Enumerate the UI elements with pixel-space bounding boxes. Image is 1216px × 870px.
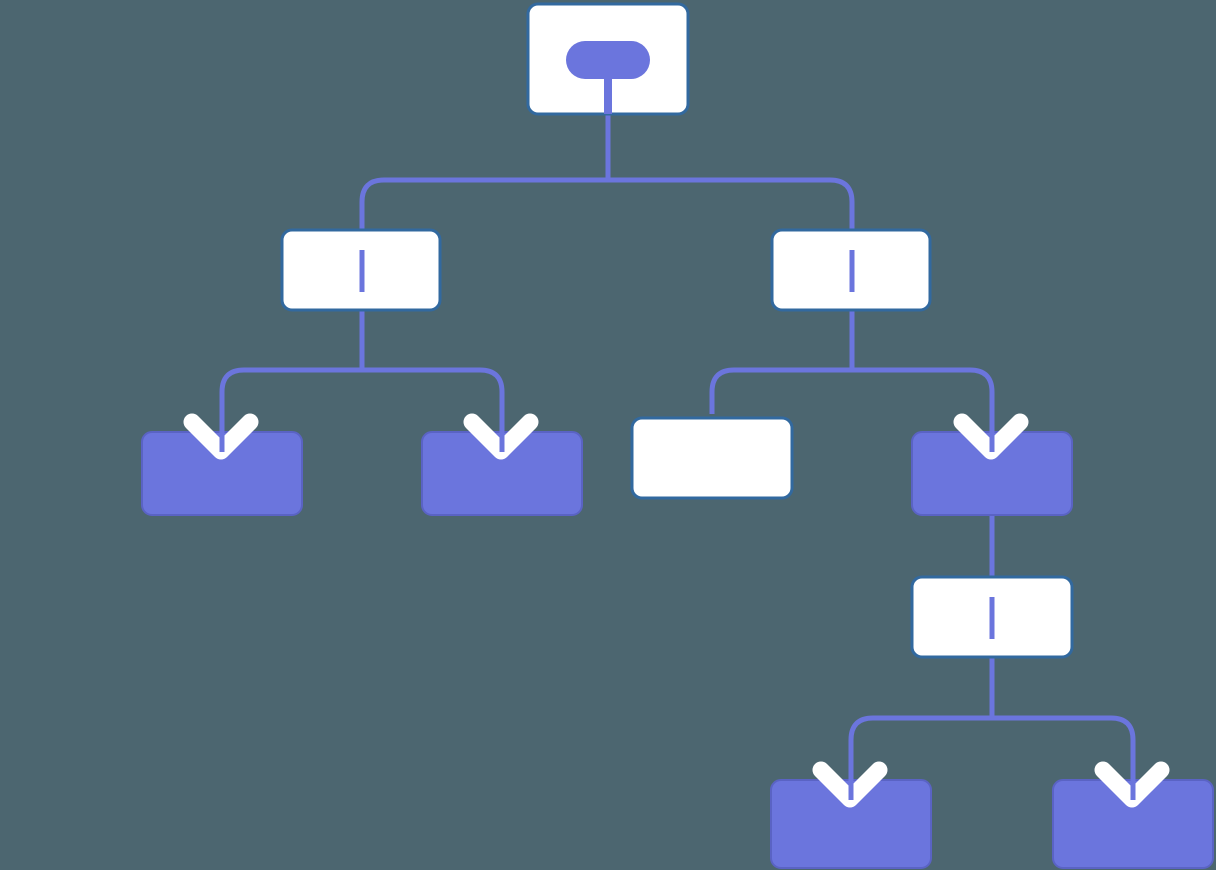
node-white-level3[interactable]: [910, 575, 1074, 659]
node-white-level1-left[interactable]: [280, 228, 442, 312]
node-card[interactable]: [630, 416, 794, 500]
edge-root-to-node2: [608, 177, 855, 230]
root-stem: [604, 79, 612, 114]
edge-node2-to-node5: [709, 367, 852, 414]
edge-root-to-node1: [359, 177, 608, 230]
edge-node1-to-node3: [219, 367, 362, 434]
arrow-tip-layer: [219, 398, 1136, 800]
node-root[interactable]: [526, 2, 690, 116]
edge-node7-to-node9: [992, 715, 1136, 782]
edge-node2-to-node6: [852, 367, 995, 434]
node-white-plain[interactable]: [630, 416, 794, 500]
edge-node1-to-node4: [362, 367, 505, 434]
edge-node7-to-node8: [848, 715, 992, 782]
root-pill-badge: [566, 41, 650, 79]
node-white-level1-right[interactable]: [770, 228, 932, 312]
